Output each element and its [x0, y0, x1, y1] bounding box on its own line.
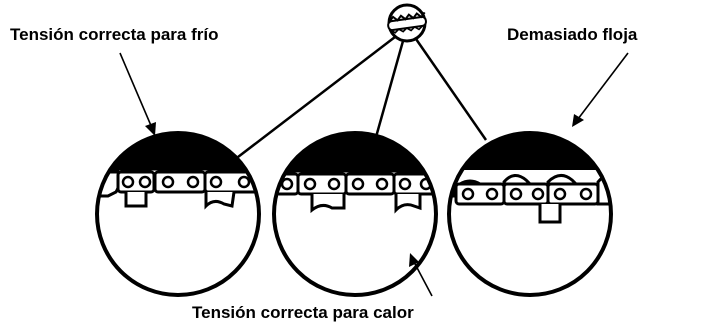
arrow-loose [572, 52, 629, 127]
chainsaw-bar-icon [387, 3, 427, 43]
arrow-cold [119, 52, 156, 136]
loupe-too-loose [447, 131, 613, 297]
loupe-cold-tension [95, 131, 261, 297]
arrow-warm [409, 253, 433, 297]
connector-lines [237, 36, 488, 158]
label-warm-tension: Tensión correcta para calor [192, 303, 414, 322]
label-cold-tension: Tensión correcta para frío [10, 25, 218, 44]
label-too-loose: Demasiado floja [507, 25, 638, 44]
loupe-warm-tension [272, 131, 438, 297]
